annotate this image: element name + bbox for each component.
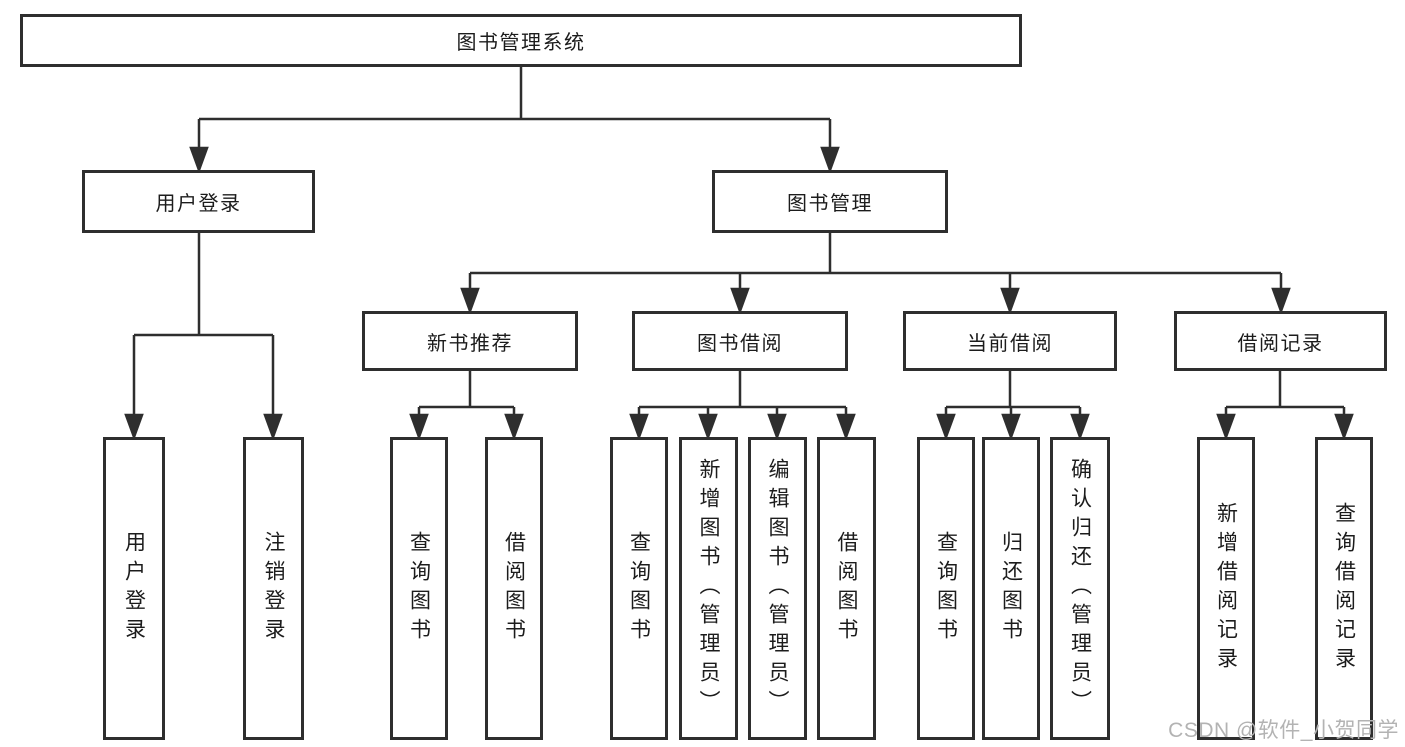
- leaf-query-books-3: 查询图书: [917, 437, 975, 740]
- leaf-query-books-1: 查询图书: [390, 437, 448, 740]
- node-root-system: 图书管理系统: [20, 14, 1022, 67]
- leaf-add-books-admin: 新增图书（管理员）: [679, 437, 738, 740]
- node-label: 借阅图书: [835, 530, 858, 647]
- node-borrow-records: 借阅记录: [1174, 311, 1387, 371]
- node-label: 注销登录: [262, 530, 285, 647]
- leaf-confirm-return-admin: 确认归还（管理员）: [1050, 437, 1110, 740]
- node-label: 用户登录: [122, 530, 146, 647]
- node-label: 查询图书: [627, 530, 651, 647]
- node-label: 借阅图书: [502, 530, 526, 647]
- node-label: 新增图书（管理员）: [697, 458, 720, 719]
- node-current-borrow: 当前借阅: [903, 311, 1117, 371]
- node-label: 图书借阅: [697, 332, 783, 355]
- connector-root: [189, 67, 840, 174]
- leaf-edit-books-admin: 编辑图书（管理员）: [748, 437, 807, 740]
- node-label: 借阅记录: [1237, 332, 1324, 355]
- connector-new-books: [409, 371, 524, 441]
- node-book-borrow: 图书借阅: [632, 311, 848, 371]
- connector-book-borrow: [629, 371, 856, 441]
- node-user-login: 用户登录: [82, 170, 315, 233]
- node-new-book-recommend: 新书推荐: [362, 311, 578, 371]
- node-label: 当前借阅: [967, 332, 1053, 355]
- leaf-borrow-books-2: 借阅图书: [817, 437, 876, 740]
- node-label: 用户登录: [155, 193, 242, 215]
- node-label: 图书管理系统: [456, 32, 586, 54]
- leaf-return-books: 归还图书: [982, 437, 1040, 740]
- connector-borrow-records: [1216, 371, 1354, 441]
- node-label: 查询图书: [934, 530, 958, 647]
- connector-user-login: [124, 233, 283, 441]
- node-label: 新书推荐: [427, 332, 513, 355]
- node-book-management: 图书管理: [712, 170, 948, 233]
- node-label: 图书管理: [787, 193, 873, 215]
- csdn-watermark: CSDN @软件_小贺同学: [1168, 719, 1399, 742]
- leaf-logout: 注销登录: [243, 437, 304, 740]
- node-label: 确认归还（管理员）: [1068, 458, 1092, 719]
- leaf-query-borrow-record: 查询借阅记录: [1315, 437, 1373, 740]
- node-label: 新增借阅记录: [1214, 501, 1238, 676]
- leaf-add-borrow-record: 新增借阅记录: [1197, 437, 1255, 740]
- node-label: 编辑图书（管理员）: [766, 458, 789, 719]
- node-label: 归还图书: [999, 530, 1023, 647]
- connector-current-borrow: [936, 371, 1090, 441]
- connector-book-mgmt: [460, 233, 1291, 315]
- leaf-user-login: 用户登录: [103, 437, 165, 740]
- node-label: 查询借阅记录: [1332, 501, 1356, 676]
- node-label: 查询图书: [407, 530, 431, 647]
- leaf-borrow-books-1: 借阅图书: [485, 437, 543, 740]
- leaf-query-books-2: 查询图书: [610, 437, 668, 740]
